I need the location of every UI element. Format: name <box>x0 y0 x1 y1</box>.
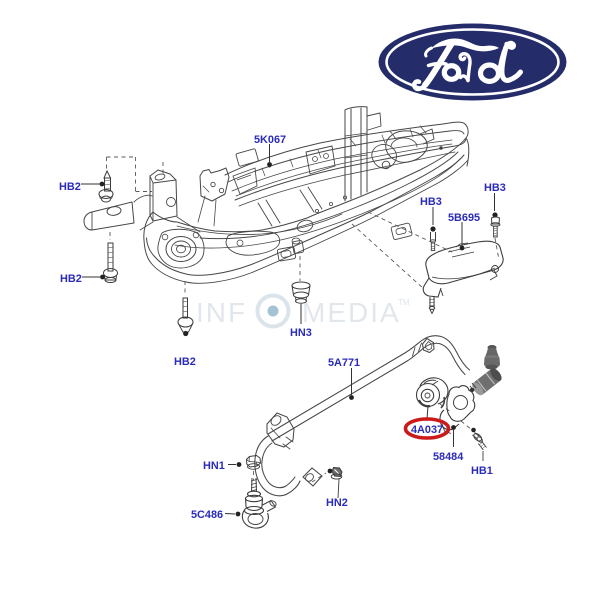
svg-text:4A037: 4A037 <box>411 424 443 436</box>
svg-text:MEDIA: MEDIA <box>302 297 401 328</box>
svg-text:HB3: HB3 <box>420 196 442 208</box>
svg-text:TM: TM <box>398 298 410 307</box>
svg-text:5A771: 5A771 <box>328 357 360 369</box>
svg-text:HB2: HB2 <box>174 356 196 368</box>
svg-text:5C486: 5C486 <box>191 509 223 521</box>
svg-text:5B695: 5B695 <box>448 212 480 224</box>
svg-text:HB2: HB2 <box>60 273 82 285</box>
svg-text:HB2: HB2 <box>59 181 81 193</box>
svg-text:HN1: HN1 <box>203 460 225 472</box>
svg-text:HB1: HB1 <box>471 465 493 477</box>
svg-text:58484: 58484 <box>433 451 463 463</box>
svg-text:HN2: HN2 <box>326 497 348 509</box>
svg-text:HN3: HN3 <box>290 327 312 339</box>
svg-text:INF: INF <box>196 297 247 328</box>
svg-text:5K067: 5K067 <box>254 134 286 146</box>
svg-text:HB3: HB3 <box>484 182 506 194</box>
